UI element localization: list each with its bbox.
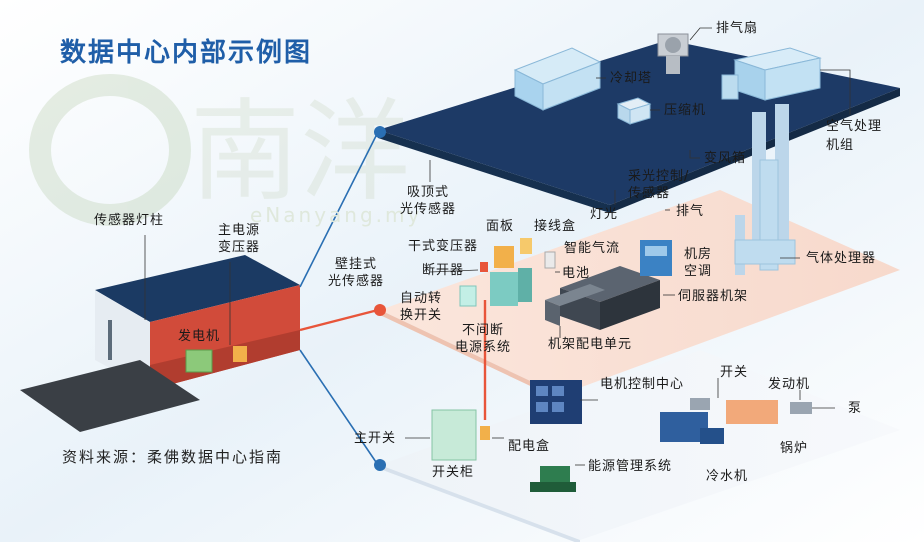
- label-battery: 电池: [562, 266, 591, 281]
- watermark-logo: 南洋: [29, 74, 410, 226]
- source-note: 资料来源：柔佛数据中心指南: [62, 448, 284, 466]
- machine-room-ac-unit: [640, 240, 672, 276]
- label-ceiling-sensor: 吸顶式 光传感器: [400, 185, 457, 217]
- label-ups: 不间断 电源系统: [455, 323, 512, 355]
- label-junction-box: 接线盒: [534, 219, 577, 234]
- ups-cabinet: [490, 268, 532, 306]
- label-exhaust-fan: 排气扇: [716, 21, 759, 36]
- label-energy-management: 能源管理系统: [588, 459, 673, 474]
- label-gas-processor: 气体处理器: [806, 251, 877, 266]
- label-breaker: 断开器: [422, 263, 465, 278]
- outside-building: [20, 255, 300, 432]
- label-air-handling-unit: 空气处理 机组: [826, 119, 883, 153]
- exhaust-fan: [657, 33, 689, 74]
- cooling-tower: [513, 47, 602, 111]
- svg-text:南洋: 南洋: [190, 88, 410, 216]
- label-boiler: 锅炉: [780, 441, 809, 456]
- bottom-node: [374, 459, 386, 471]
- label-main-switch: 主开关: [354, 431, 397, 446]
- middle-node: [374, 304, 386, 316]
- transfer-switch-box: [459, 285, 477, 307]
- label-distribution-box: 配电盒: [508, 439, 551, 454]
- bottom-floor: [380, 350, 900, 542]
- label-sensor-light-pole: 传感器灯柱: [94, 213, 165, 228]
- page-title: 数据中心内部示例图: [60, 38, 313, 68]
- label-generator: 发电机: [178, 329, 221, 344]
- connection-lines: [299, 131, 379, 466]
- label-rack-pdu: 机架配电单元: [548, 337, 633, 352]
- breaker-box: [480, 262, 488, 272]
- label-panel: 面板: [486, 219, 515, 234]
- pump-units: [690, 398, 812, 414]
- label-chiller: 冷水机: [706, 469, 749, 484]
- label-compressor: 压缩机: [664, 103, 707, 118]
- label-motor-control-center: 电机控制中心: [600, 377, 685, 392]
- ducts: [734, 159, 796, 271]
- leader-lines: [144, 27, 851, 466]
- label-auto-transfer-switch: 自动转 换开关: [400, 291, 443, 323]
- label-main-power-transformer: 主电源 变压器: [218, 223, 261, 255]
- server-racks: [545, 266, 660, 330]
- switch-cabinet-unit: [431, 409, 477, 461]
- distribution-box-unit: [480, 426, 490, 440]
- power-line: [299, 300, 487, 420]
- label-server-rack: 伺服器机架: [678, 289, 749, 304]
- label-air-box: 变风箱: [704, 151, 747, 166]
- watermark-url: eNanyang.my: [250, 203, 423, 227]
- label-cooling-tower: 冷却塔: [610, 71, 653, 86]
- label-switch-cabinet: 开关柜: [432, 465, 475, 480]
- label-wall-sensor: 壁挂式 光传感器: [328, 257, 385, 289]
- motor-control-center-unit: [530, 380, 582, 424]
- roof-node: [374, 126, 386, 138]
- label-smart-airflow: 智能气流: [564, 241, 621, 256]
- label-exhaust: 排气: [676, 204, 705, 219]
- energy-management-desk: [530, 466, 576, 492]
- compressor: [616, 97, 652, 125]
- label-engine: 发动机: [768, 377, 811, 392]
- label-switch: 开关: [720, 365, 749, 380]
- air-handling-unit: [721, 47, 822, 101]
- chiller-unit: [660, 412, 724, 444]
- label-machine-room-ac: 机房 空调: [684, 247, 713, 279]
- label-light-control-sensor: 采光控制/ 传感器: [628, 169, 690, 201]
- label-dry-transformer: 干式变压器: [408, 239, 479, 254]
- dry-transformer-box: [494, 238, 556, 269]
- label-pump: 泵: [848, 401, 863, 416]
- label-lights: 灯光: [590, 207, 619, 222]
- boiler-unit: [726, 400, 778, 424]
